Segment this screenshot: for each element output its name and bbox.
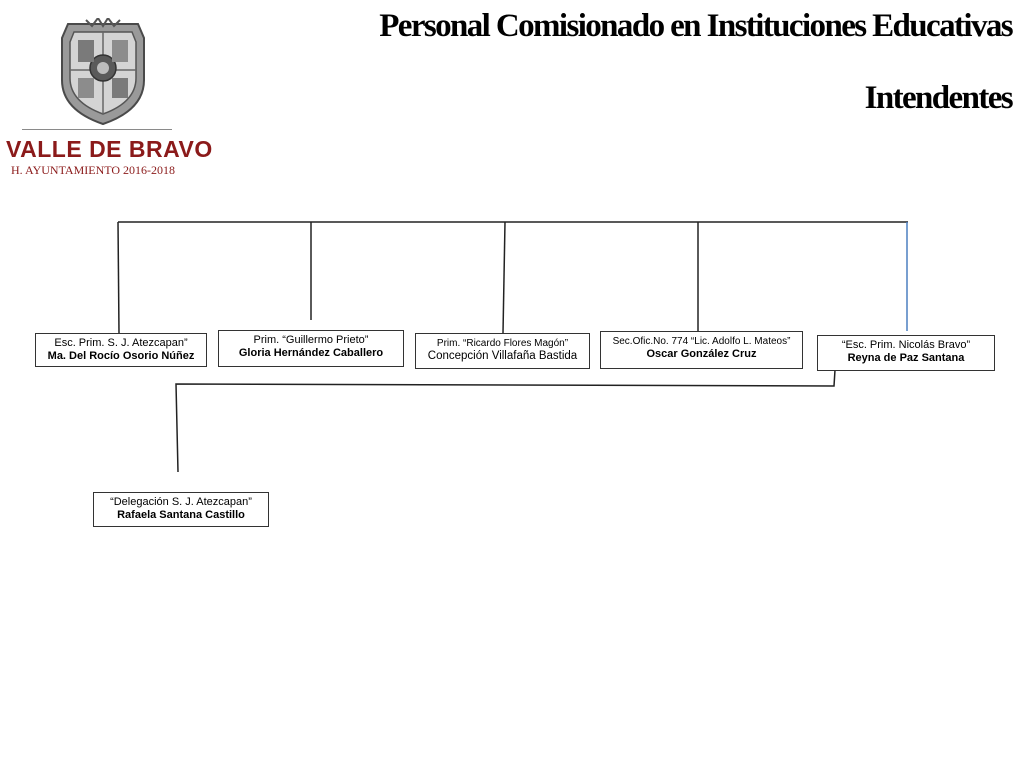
node-school-label: Esc. Prim. S. J. Atezcapan”: [54, 337, 188, 349]
connector-drop-1: [117, 221, 120, 334]
org-node-adolfo-l-mateos: Sec.Ofic.No. 774 “Lic. Adolfo L. Mateos”…: [600, 331, 803, 369]
coat-of-arms-icon: [61, 18, 145, 126]
node-school-label: Prim. “Guillermo Prieto”: [253, 334, 369, 346]
node-school-label: Prim. “Ricardo Flores Magón”: [436, 338, 569, 349]
node-person-name: Reyna de Paz Santana: [847, 352, 965, 364]
node-school-label: “Esc. Prim. Nicolás Bravo”: [841, 339, 971, 351]
brand-subtitle: H. AYUNTAMIENTO 2016-2018: [11, 163, 176, 177]
municipal-logo: VALLE DE BRAVO H. AYUNTAMIENTO 2016-2018: [0, 0, 213, 190]
connector-delegacion: [175, 369, 836, 473]
page-subtitle: Intendentes: [864, 80, 1014, 116]
connector-drop-3: [502, 221, 506, 334]
node-person-name: Ma. Del Rocío Osorio Núñez: [47, 350, 195, 362]
node-person-name: Gloria Hernández Caballero: [238, 347, 384, 359]
org-node-delegacion-atezcapan: “Delegación S. J. Atezcapan” Rafaela San…: [93, 492, 269, 527]
brand-divider: [22, 129, 172, 130]
node-person-name: Oscar González Cruz: [646, 348, 757, 360]
org-node-atezcapan: Esc. Prim. S. J. Atezcapan” Ma. Del Rocí…: [35, 333, 207, 367]
node-person-name: Rafaela Santana Castillo: [117, 509, 245, 521]
node-school-label: “Delegación S. J. Atezcapan”: [110, 496, 252, 508]
page-title: Personal Comisionado en Instituciones Ed…: [379, 8, 1013, 44]
node-person-name: Concepción Villafaña Bastida: [427, 350, 578, 362]
org-node-nicolas-bravo: “Esc. Prim. Nicolás Bravo” Reyna de Paz …: [817, 335, 995, 371]
brand-name: VALLE DE BRAVO: [6, 136, 213, 162]
org-node-guillermo-prieto: Prim. “Guillermo Prieto” Gloria Hernánde…: [218, 330, 404, 367]
node-school-label: Sec.Ofic.No. 774 “Lic. Adolfo L. Mateos”: [612, 336, 791, 347]
org-node-ricardo-flores-magon: Prim. “Ricardo Flores Magón” Concepción …: [415, 333, 590, 369]
